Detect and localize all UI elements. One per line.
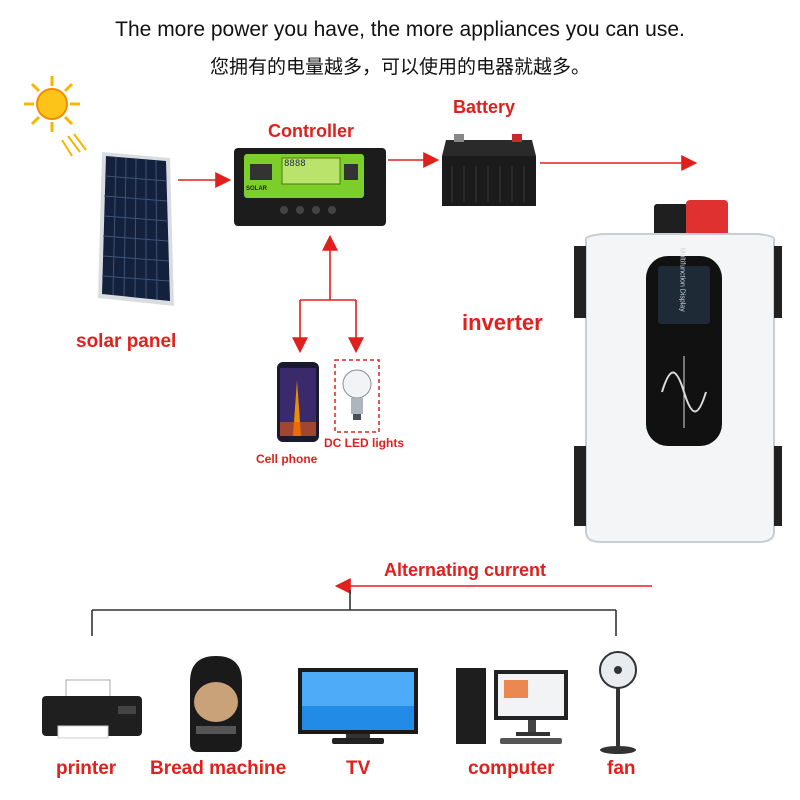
controller-brand: SOLAR xyxy=(246,186,267,192)
computer-icon xyxy=(456,668,568,744)
fan-icon xyxy=(599,651,637,754)
label-cell-phone: Cell phone xyxy=(256,452,318,466)
label-tv: TV xyxy=(346,758,371,779)
charge-controller-image xyxy=(234,148,386,226)
label-battery: Battery xyxy=(453,97,516,117)
label-solar-panel: solar panel xyxy=(76,331,177,352)
controller-screen-readout: 8888 xyxy=(284,159,306,169)
battery-image xyxy=(442,134,536,206)
label-controller: Controller xyxy=(268,121,355,141)
title-english: The more power you have, the more applia… xyxy=(115,18,685,41)
cell-phone-image xyxy=(277,362,319,442)
printer-icon xyxy=(42,679,142,739)
sun-icon xyxy=(24,76,87,157)
inverter-image xyxy=(574,200,782,543)
label-inverter: inverter xyxy=(462,310,543,335)
led-bulb-image xyxy=(334,359,380,433)
solar-panel-image xyxy=(98,152,174,306)
label-printer: printer xyxy=(56,758,117,779)
tv-icon xyxy=(298,668,418,744)
label-alternating-current: Alternating current xyxy=(384,560,547,580)
label-dc-led: DC LED lights xyxy=(324,436,404,450)
bread-machine-icon xyxy=(190,656,242,752)
inverter-display-label: Multifunction Display xyxy=(678,247,686,312)
label-computer: computer xyxy=(468,758,555,779)
label-bread-machine: Bread machine xyxy=(150,758,287,779)
label-fan: fan xyxy=(607,758,636,779)
title-chinese: 您拥有的电量越多，可以使用的电器就越多。 xyxy=(209,56,590,78)
